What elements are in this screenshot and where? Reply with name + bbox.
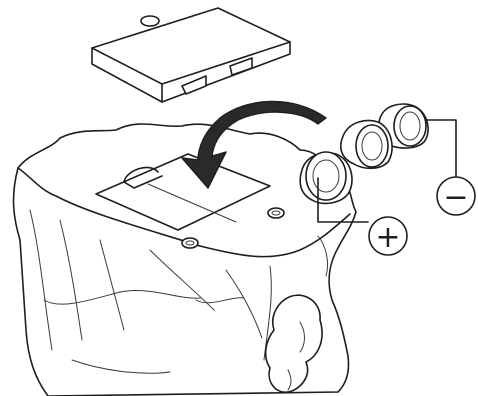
battery-cover [92, 8, 290, 102]
screw-left [182, 238, 198, 248]
battery-2 [341, 121, 392, 169]
positive-symbol: + [375, 220, 400, 255]
negative-callout: − [426, 120, 475, 215]
negative-symbol: − [443, 180, 468, 215]
battery-1 [300, 152, 352, 203]
screw-right [268, 208, 284, 218]
cover-hole [141, 16, 159, 26]
